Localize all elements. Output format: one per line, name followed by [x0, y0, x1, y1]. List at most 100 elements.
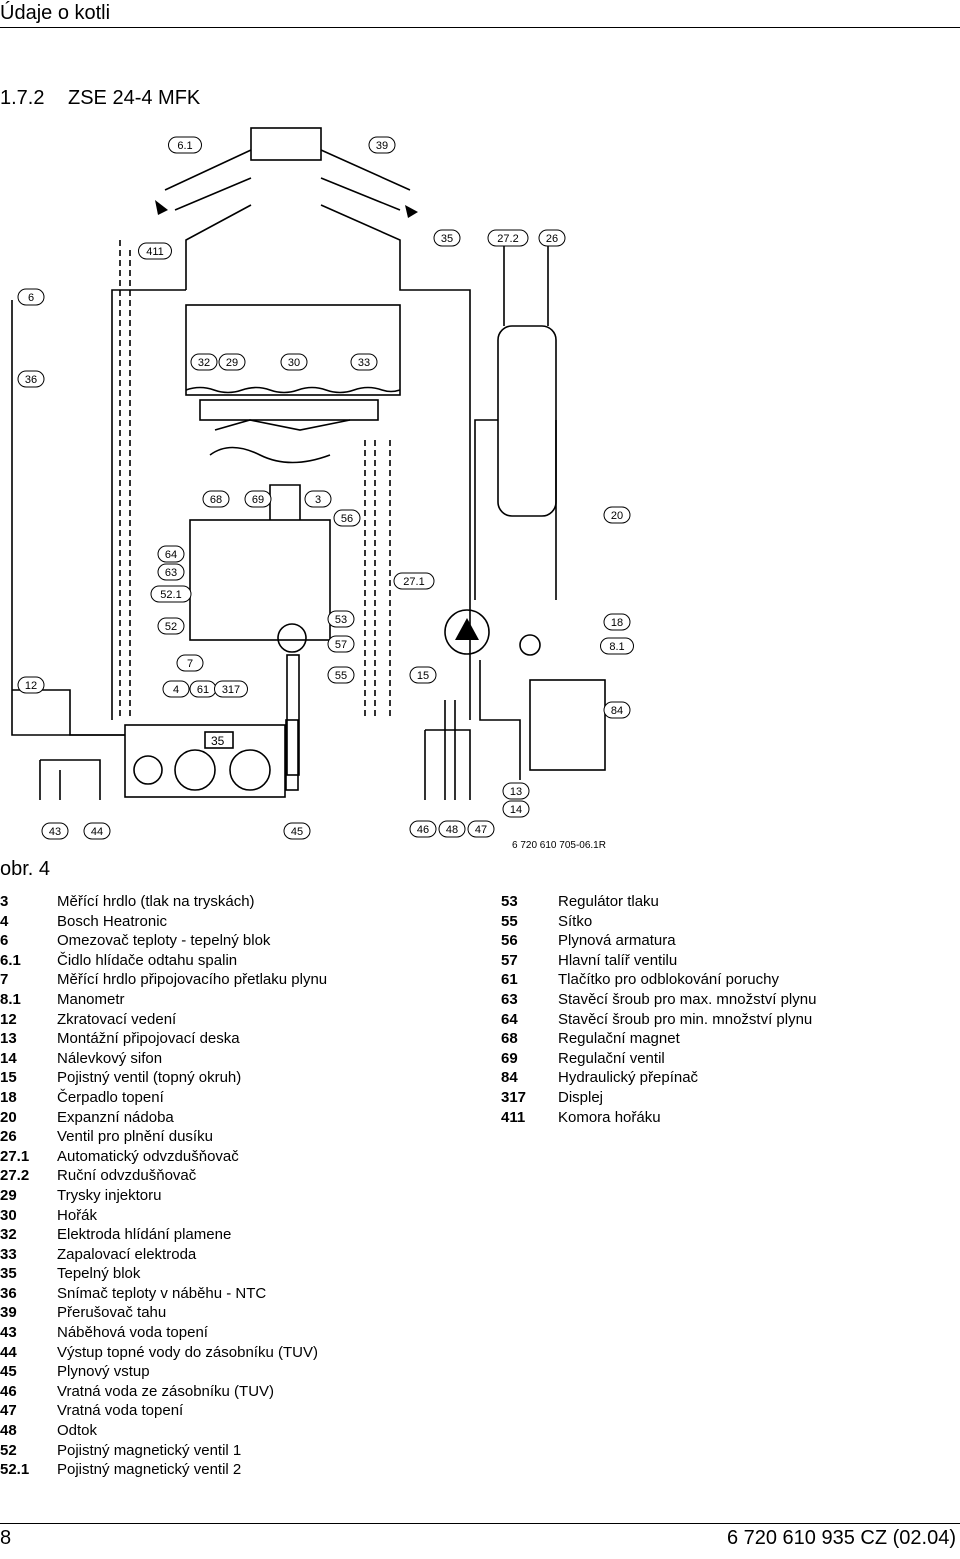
legend-text: Zapalovací elektroda: [57, 1245, 197, 1263]
callout-label: 56: [341, 513, 353, 525]
legend-text: Omezovač teploty - tepelný blok: [57, 932, 271, 950]
legend-number: 35: [0, 1265, 17, 1283]
legend-text: Plynová armatura: [558, 932, 676, 950]
legend-number: 44: [0, 1343, 17, 1361]
legend-text: Montážní připojovací deska: [57, 1030, 240, 1048]
legend-number: 32: [0, 1226, 17, 1244]
callout-bubble: [409, 820, 437, 838]
callout-bubble: [350, 353, 378, 371]
callout-label: 26: [546, 233, 558, 245]
callout-label: 43: [49, 826, 61, 838]
callout-label: 317: [222, 684, 240, 696]
callout-bubble: [280, 353, 308, 371]
legend-text: Měřící hrdlo připojovacího přetlaku plyn…: [57, 971, 328, 989]
legend-number: 61: [501, 971, 518, 989]
callout-63: 63: [157, 563, 185, 581]
legend-number: 52: [0, 1441, 17, 1459]
callout-label: 15: [417, 670, 429, 682]
legend-text: Sítko: [558, 912, 593, 930]
callout-label: 57: [335, 639, 347, 651]
legend-number: 12: [0, 1010, 17, 1028]
callout-bubble: [83, 822, 111, 840]
callout-bubble: [157, 563, 185, 581]
legend-text: Náběhová voda topení: [57, 1324, 208, 1342]
callout-label: 32: [198, 357, 210, 369]
callout-27-1: 27.1: [393, 572, 435, 590]
legend-item: 47 Vratná voda topení: [0, 1401, 470, 1421]
callout-bubble: [502, 782, 530, 800]
legend-text: Hydraulický přepínač: [558, 1069, 699, 1087]
legend-number: 15: [0, 1069, 17, 1087]
legend-number: 56: [501, 932, 518, 950]
legend-text: Vratná voda ze zásobníku (TUV): [57, 1382, 275, 1400]
legend-text: Vratná voda topení: [57, 1402, 184, 1420]
callout-6: 6: [17, 288, 45, 306]
callout-bubble: [502, 800, 530, 818]
display-window: [204, 731, 234, 749]
callout-label: 52.1: [160, 589, 181, 601]
header-title: Údaje o kotli: [0, 2, 111, 24]
callout-label: 6.1: [177, 140, 192, 152]
callout-bubble: [603, 701, 631, 719]
legend-text: Komora hořáku: [558, 1108, 661, 1126]
pump: [444, 609, 490, 655]
callout-8-1: 8.1: [600, 637, 634, 655]
legend-number: 43: [0, 1324, 17, 1342]
legend-number: 55: [501, 912, 518, 930]
callout-36: 36: [17, 370, 45, 388]
legend-text: Manometr: [57, 990, 125, 1008]
legend-text: Měřící hrdlo (tlak na tryskách): [57, 893, 255, 910]
legend-number: 52.1: [0, 1461, 30, 1479]
callout-26: 26: [538, 229, 566, 247]
combustion-chamber: [185, 204, 471, 720]
callout-label: 20: [611, 510, 623, 522]
legend-number: 48: [0, 1422, 17, 1440]
legend-number: 53: [501, 893, 518, 910]
callout-bubble: [467, 820, 495, 838]
callout-label: 27.2: [497, 233, 518, 245]
callout-bubble: [150, 585, 192, 603]
callout-bubble: [304, 490, 332, 508]
callout-33: 33: [350, 353, 378, 371]
gas-valve: [189, 519, 331, 641]
callout-84: 84: [603, 701, 631, 719]
legend-text: Tepelný blok: [57, 1265, 141, 1283]
callout-15: 15: [409, 666, 437, 684]
callout-bubble: [327, 666, 355, 684]
legend-number: 47: [0, 1402, 17, 1420]
burner: [199, 399, 379, 421]
legend-text: Regulační magnet: [558, 1030, 680, 1048]
callout-64: 64: [157, 545, 185, 563]
legend-number: 30: [0, 1206, 17, 1224]
legend-number: 3: [0, 893, 9, 910]
callout-44: 44: [83, 822, 111, 840]
callout-bubble: [41, 822, 69, 840]
temp-knob-3: [229, 749, 271, 791]
legend-number: 4: [0, 912, 9, 930]
callout-27-2: 27.2: [487, 229, 529, 247]
callout-label: 61: [197, 684, 209, 696]
legend-text: Regulační ventil: [558, 1049, 665, 1067]
legend-number: 27.1: [0, 1147, 30, 1165]
callout-29: 29: [218, 353, 246, 371]
flue-arrow-right-icon: [405, 205, 418, 218]
legend-text: Přerušovač tahu: [57, 1304, 167, 1322]
